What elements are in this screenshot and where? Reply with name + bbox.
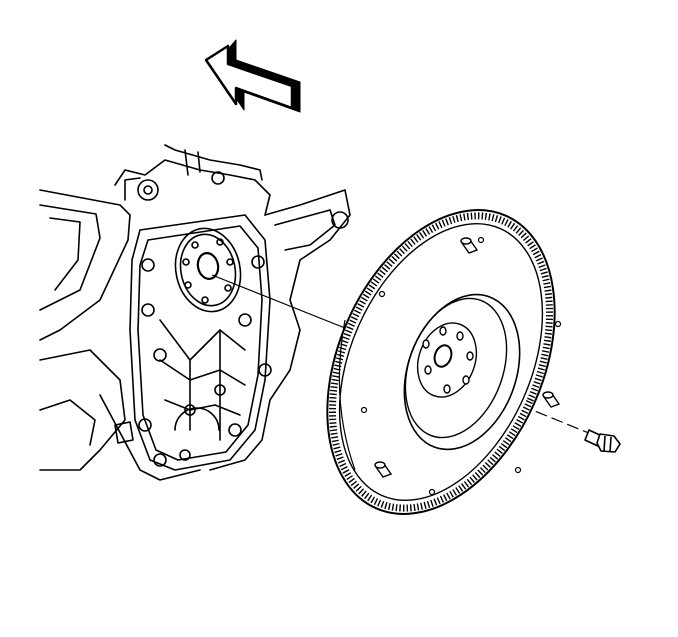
crankshaft-flange-icon	[174, 227, 242, 313]
flywheel-icon	[326, 209, 562, 515]
direction-arrow-icon	[204, 39, 301, 113]
engine-block-icon	[39, 144, 351, 481]
hub-bolt-holes	[422, 326, 474, 394]
ring-gear-icon	[326, 209, 556, 515]
bolt-icon	[584, 429, 621, 453]
mounting-holes	[360, 236, 562, 496]
dowel-pins	[374, 237, 561, 478]
